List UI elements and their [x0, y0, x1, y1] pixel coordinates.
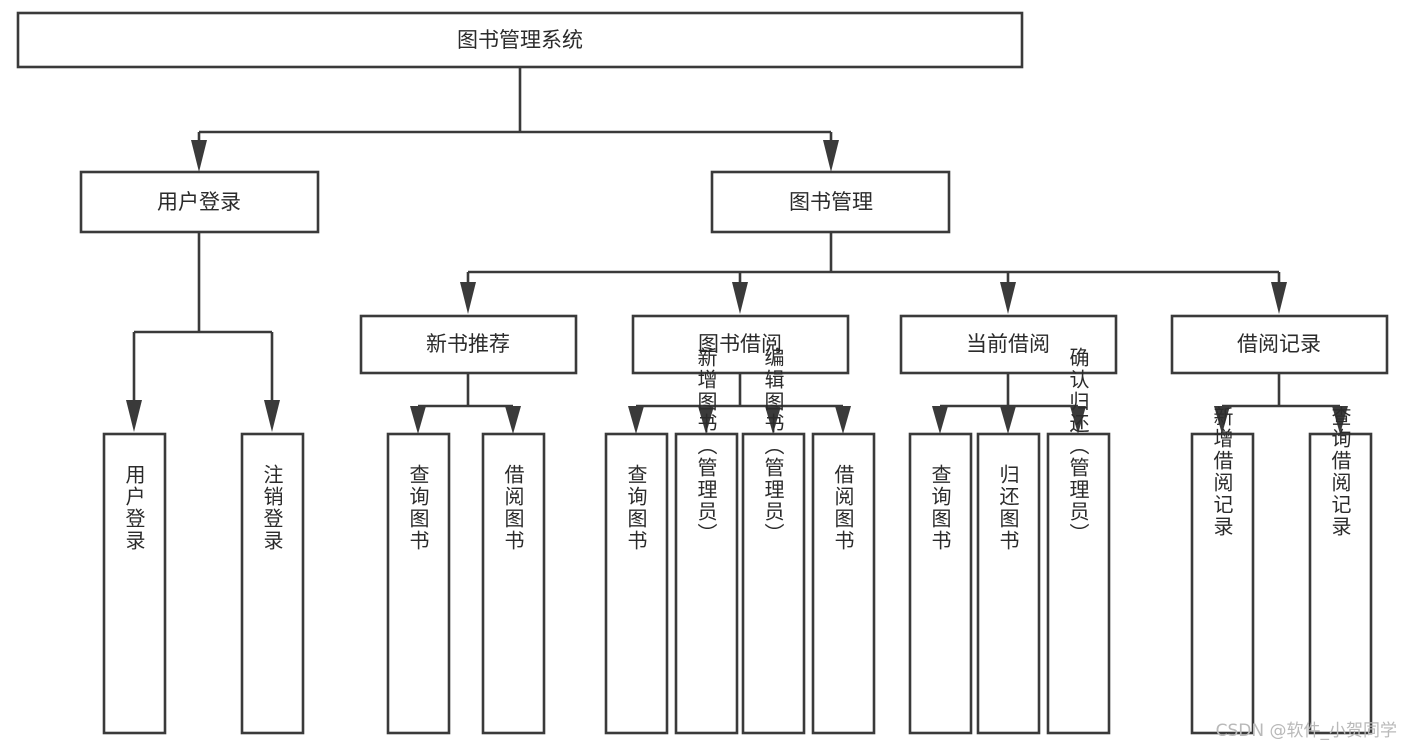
arrow-head-current-borrow [1000, 282, 1016, 314]
leaf-label-13: 查询借阅记录 [1328, 406, 1352, 538]
arrow-head-leaf-8 [835, 406, 851, 434]
leaf-label-6: 新增图书（管理员） [694, 347, 718, 545]
connector-group-book-mgmt [460, 232, 1287, 314]
arrow-head-leaf-7 [765, 406, 781, 434]
leaf-label-10: 归还图书 [996, 464, 1020, 552]
node-book-borrow-box[interactable] [631, 314, 850, 375]
arrow-head-leaf-10 [1000, 406, 1016, 434]
leaf-box-6[interactable] [674, 432, 739, 735]
node-current-borrow-box[interactable] [899, 314, 1118, 375]
leaf-label-3: 查询图书 [406, 464, 430, 552]
leaf-label-11: 确认归还（管理员） [1066, 347, 1090, 545]
node-current-borrow-label: 当前借阅 [966, 332, 1050, 356]
leaf-box-5[interactable] [604, 432, 669, 735]
node-user-login-label: 用户登录 [157, 190, 241, 214]
leaf-node[interactable]: 新增借阅记录 [1190, 406, 1255, 735]
csdn-watermark: CSDN @软件_小贺同学 [1215, 721, 1397, 741]
leaf-box-8[interactable] [811, 432, 876, 735]
node-root[interactable]: 图书管理系统 [16, 11, 1024, 69]
node-new-book-recommend-box[interactable] [359, 314, 578, 375]
arrow-head-book-borrow [732, 282, 748, 314]
leaf-box-13[interactable] [1308, 432, 1373, 735]
leaf-label-8: 借阅图书 [831, 464, 855, 552]
leaf-node[interactable]: 归还图书 [976, 432, 1041, 735]
leaf-label-12: 新增借阅记录 [1210, 406, 1234, 538]
arrow-head-leaf-5 [628, 406, 644, 434]
leaf-box-2[interactable] [240, 432, 305, 735]
arrow-head-book-mgmt [823, 140, 839, 172]
node-borrow-record-label: 借阅记录 [1237, 332, 1321, 356]
node-root-box[interactable] [16, 11, 1024, 69]
leaf-node[interactable]: 编辑图书（管理员） [741, 347, 806, 735]
node-book-management-label: 图书管理 [789, 190, 873, 214]
connector-group-book-borrow [628, 373, 851, 434]
leaf-node[interactable]: 借阅图书 [481, 432, 546, 735]
leaf-node[interactable]: 借阅图书 [811, 432, 876, 735]
leaf-node[interactable]: 查询图书 [908, 432, 973, 735]
arrow-head-leaf-11 [1070, 406, 1086, 434]
arrow-head-user-login [191, 140, 207, 172]
leaf-box-1[interactable] [102, 432, 167, 735]
arrow-head-leaf-2 [264, 400, 280, 432]
leaf-box-9[interactable] [908, 432, 973, 735]
arrow-head-leaf-13 [1332, 406, 1348, 434]
node-new-book-recommend[interactable]: 新书推荐 [359, 314, 578, 375]
node-book-management[interactable]: 图书管理 [710, 170, 951, 234]
arrow-head-leaf-6 [698, 406, 714, 434]
arrow-head-leaf-3 [410, 406, 426, 434]
leaf-node[interactable]: 确认归还（管理员） [1046, 347, 1111, 735]
leaf-node[interactable]: 新增图书（管理员） [674, 347, 739, 735]
node-book-borrow[interactable]: 图书借阅 [631, 314, 850, 375]
leaf-node[interactable]: 用户登录 [102, 432, 167, 735]
leaf-node[interactable]: 查询图书 [386, 432, 451, 735]
arrow-head-leaf-12 [1214, 406, 1230, 434]
node-borrow-record-box[interactable] [1170, 314, 1389, 375]
connector-group-user-login [126, 232, 280, 432]
leaf-label-9: 查询图书 [928, 464, 952, 552]
leaf-box-3[interactable] [386, 432, 451, 735]
leaf-node[interactable]: 注销登录 [240, 432, 305, 735]
connector-group-borrow-record [1214, 373, 1348, 434]
leaf-node[interactable]: 查询借阅记录 [1308, 406, 1373, 735]
node-user-login[interactable]: 用户登录 [79, 170, 320, 234]
leaf-box-12[interactable] [1190, 432, 1255, 735]
leaf-box-10[interactable] [976, 432, 1041, 735]
arrow-head-leaf-9 [932, 406, 948, 434]
arrow-head-borrow-record [1271, 282, 1287, 314]
connector-group-current-borrow [932, 373, 1086, 434]
arrow-head-leaf-1 [126, 400, 142, 432]
connector-group-new-books [410, 373, 521, 434]
leaf-label-1: 用户登录 [122, 464, 146, 552]
connector-group-root [191, 67, 839, 172]
leaf-label-5: 查询图书 [624, 464, 648, 552]
leaf-label-4: 借阅图书 [501, 464, 525, 552]
leaf-node[interactable]: 查询图书 [604, 432, 669, 735]
node-book-borrow-label: 图书借阅 [698, 332, 782, 356]
leaf-box-7[interactable] [741, 432, 806, 735]
arrow-head-leaf-4 [505, 406, 521, 434]
node-new-book-recommend-label: 新书推荐 [426, 332, 510, 356]
leaf-box-11[interactable] [1046, 432, 1111, 735]
node-user-login-box[interactable] [79, 170, 320, 234]
arrow-head-new-books [460, 282, 476, 314]
node-root-label: 图书管理系统 [457, 28, 583, 52]
leaf-label-2: 注销登录 [260, 464, 284, 552]
leaf-box-4[interactable] [481, 432, 546, 735]
node-current-borrow[interactable]: 当前借阅 [899, 314, 1118, 375]
node-borrow-record[interactable]: 借阅记录 [1170, 314, 1389, 375]
node-book-management-box[interactable] [710, 170, 951, 234]
leaf-label-7: 编辑图书（管理员） [761, 347, 785, 545]
